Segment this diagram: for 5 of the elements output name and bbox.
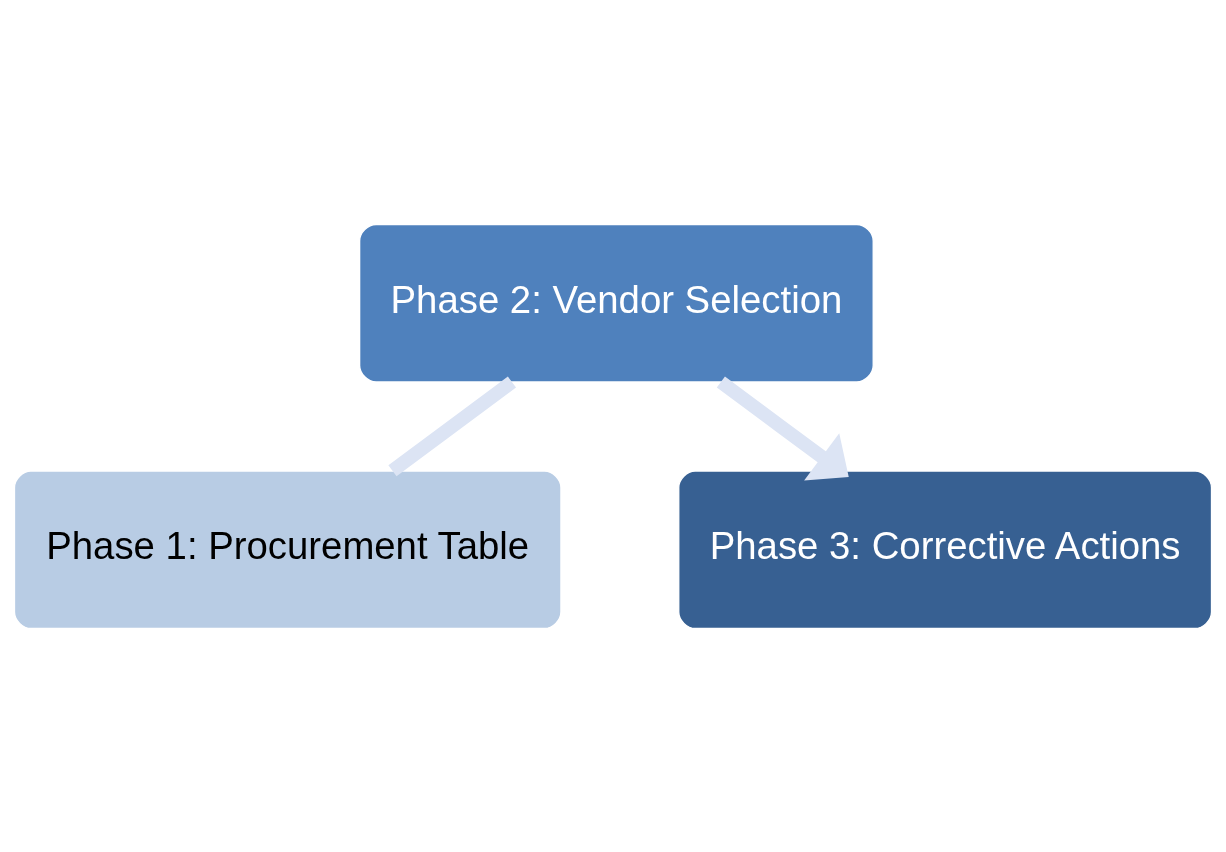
arrow [716, 376, 849, 480]
node-box: Phase 1: Procurement Table [13, 469, 562, 629]
node-box: Phase 2: Vendor Selection [358, 223, 874, 383]
node-box: Phase 3: Corrective Actions [678, 469, 1213, 629]
connector [388, 376, 517, 476]
